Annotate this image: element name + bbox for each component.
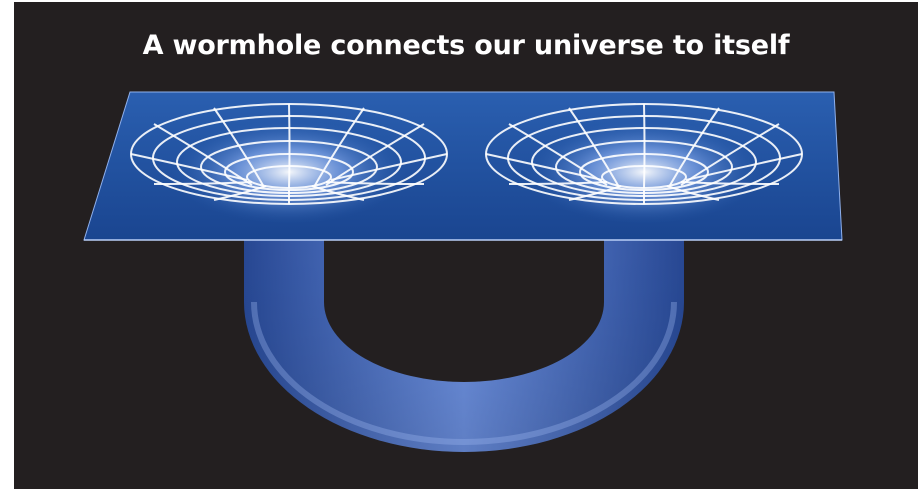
wormhole-illustration (14, 2, 918, 489)
wormhole-tube (244, 238, 684, 452)
diagram-frame: A wormhole connects our universe to itse… (14, 2, 918, 489)
